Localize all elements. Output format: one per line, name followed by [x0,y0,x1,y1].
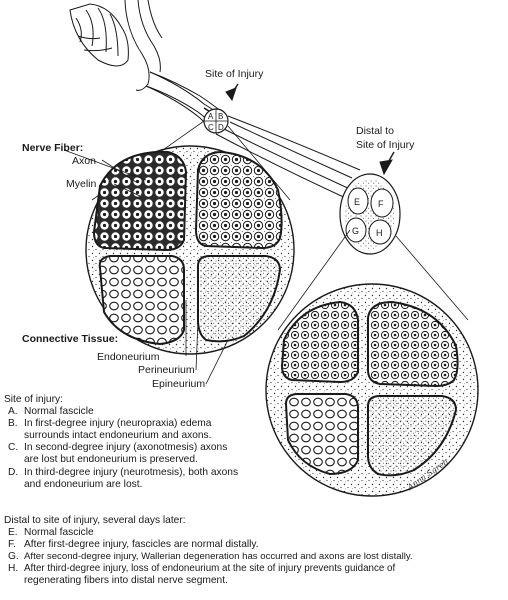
caption-distal-heading: Distal to site of injury, several days l… [4,515,186,526]
distal-arrow [379,151,395,176]
fascicle-f [367,300,459,388]
caption-item-key: H. [8,563,19,575]
caption-item-line: After third-degree injury, loss of endon… [24,563,396,575]
distal-letter-f: F [378,199,384,209]
caption-item-line: After first-degree injury, fascicles are… [24,539,259,551]
caption-item-d: D. In third-degree injury (neurotmesis), … [8,467,304,491]
proximal-letter-b: B [218,112,223,121]
fascicle-g [284,393,359,476]
proximal-large-section [85,145,295,355]
endoneurium-label: Endoneurium [97,351,160,363]
nerve-fiber-heading: Nerve Fiber: [22,142,84,154]
caption-item-key: B. [8,418,18,430]
distal-large-section [265,283,479,497]
fascicle-c [98,255,185,346]
caption-item-line: In third-degree injury (neurotmesis), bo… [24,466,239,478]
distal-letter-e: E [354,197,360,207]
caption-item-line: Normal fascicle [24,527,94,539]
proximal-letter-d: D [218,123,224,132]
caption-item-key: F. [8,539,16,551]
caption-item-key: D. [8,466,19,478]
axon-label: Axon [72,155,96,167]
caption-item-line: Normal fascicle [24,406,94,418]
proximal-letter-a: A [208,112,214,121]
fascicle-e [280,300,359,384]
caption-item-line: and endoneurium are lost. [24,478,143,490]
caption-site-heading: Site of injury: [4,394,63,405]
fascicle-b [194,150,283,250]
distal-letter-g: G [352,226,359,236]
distal-small-section [339,173,401,255]
site-arrow [225,83,239,102]
proximal-letter-c: C [208,123,214,132]
distal-letter-h: H [376,228,383,238]
caption-item-line: surrounds intact endoneurium and axons. [24,430,212,442]
spinal-cord-sketch [69,0,223,127]
caption-item-h: H. After third-degree injury, loss of end… [8,563,506,587]
fascicle-d [197,255,282,343]
caption-site: Site of injury: A. Normal fascicle B. In f… [4,394,304,491]
caption-item-g: G. After second-degree injury, Wallerian … [8,551,506,563]
caption-item-key: E. [8,527,18,539]
fascicle-h [367,395,458,477]
caption-item-line: In second-degree injury (axonotmesis) ax… [24,442,228,454]
caption-item-key: G. [8,551,19,563]
caption-item-b: B. In first-degree injury (neuropraxia) e… [8,418,304,442]
myelin-label: Myelin [66,178,97,190]
epineurium-label: Epineurium [152,378,206,390]
connective-tissue-heading: Connective Tissue: [22,333,119,345]
caption-item-f: F. After first-degree injury, fascicles a… [8,539,506,551]
perineurium-label: Perineurium [138,364,195,376]
distal-label-line1: Distal to [356,125,394,137]
caption-item-a: A. Normal fascicle [8,406,304,418]
caption-item-c: C. In second-degree injury (axonotmesis) … [8,442,304,466]
caption-distal: Distal to site of injury, several days l… [4,515,506,588]
caption-item-key: C. [8,442,19,454]
caption-item-line: regenerating fibers into distal nerve se… [24,575,228,587]
caption-distal-list: E. Normal fascicle F. After first-degree i… [4,527,506,587]
caption-site-list: A. Normal fascicle B. In first-degree inju… [4,406,304,491]
site-of-injury-label: Site of Injury [205,68,264,80]
caption-item-e: E. Normal fascicle [8,527,506,539]
caption-item-line: After second-degree injury, Wallerian de… [24,551,413,563]
fascicle-a [92,150,188,252]
caption-item-key: A. [8,406,18,418]
caption-item-line: In first-degree injury (neuropraxia) ede… [24,418,212,430]
caption-item-line: are lost but endoneurium is preserved. [24,454,198,466]
leader-lines [63,149,229,385]
distal-label-line2: Site of Injury [356,139,415,151]
